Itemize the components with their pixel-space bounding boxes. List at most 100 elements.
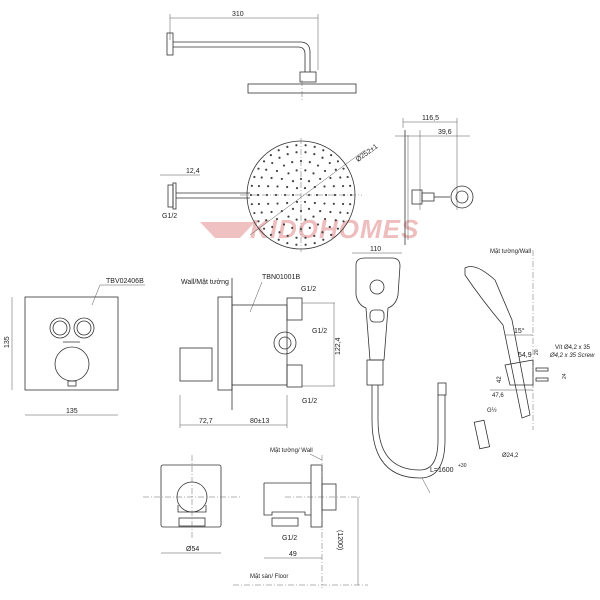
hose-tolerance: +30	[458, 463, 467, 469]
wall-outlet-front-view: Ø54	[143, 455, 242, 554]
angle-dim: 15°	[514, 327, 525, 335]
spray-hole	[304, 243, 307, 246]
spray-hole	[323, 202, 326, 205]
spray-hole	[308, 161, 311, 164]
spray-hole	[267, 185, 270, 188]
spray-hole	[286, 234, 289, 237]
hand-wall-label: Mặt tường/Wall	[490, 249, 531, 255]
spray-hole	[308, 226, 311, 229]
spray-hole	[307, 207, 311, 210]
valve-height-dim: 135	[4, 336, 11, 348]
body-height-dim: 122,4	[335, 337, 342, 355]
arm-thread-label: G1/2	[162, 213, 177, 220]
outlet-depth-dim: 49	[289, 551, 297, 558]
spray-hole	[291, 180, 295, 183]
spray-hole	[333, 193, 337, 197]
spray-hole	[323, 169, 327, 173]
spray-hole	[287, 172, 290, 175]
hand-shower-front-view: 110 L=1600 +30	[352, 246, 467, 494]
spray-hole	[271, 161, 274, 165]
spray-hole	[341, 202, 345, 206]
spray-hole	[257, 220, 260, 223]
thread-mid-label: G1/2	[312, 328, 327, 335]
spray-hole	[282, 164, 286, 167]
spray-hole	[295, 169, 298, 172]
spray-hole	[323, 217, 327, 221]
flange-depth-dim: 12,4	[186, 168, 200, 175]
spray-hole	[295, 144, 298, 147]
spray-hole	[260, 211, 263, 214]
outlet-diameter-dim: Ø54	[186, 546, 199, 553]
spray-hole	[260, 176, 263, 179]
hose-length-dim: L=1600	[430, 467, 454, 474]
spray-hole	[304, 236, 307, 239]
spray-hole	[276, 202, 279, 205]
arm-length-dim: 310	[232, 11, 244, 18]
dim-20: 20	[534, 349, 540, 355]
spray-hole	[303, 186, 307, 190]
spray-hole	[262, 227, 266, 230]
spray-hole	[332, 202, 335, 205]
spray-hole	[257, 202, 261, 206]
spray-hole	[316, 164, 320, 167]
spray-hole	[322, 149, 325, 152]
spray-hole	[270, 176, 273, 180]
spray-hole	[253, 175, 256, 179]
spray-hole	[276, 185, 279, 188]
spray-hole	[334, 219, 337, 222]
svg-text:KIDOHOMES: KIDOHOMES	[250, 214, 419, 244]
spray-hole	[304, 169, 307, 172]
spray-hole	[275, 217, 279, 221]
spray-hole	[313, 201, 316, 205]
spray-hole	[313, 234, 316, 237]
spray-hole	[291, 226, 294, 229]
spray-hole	[349, 184, 352, 187]
spray-hole	[280, 177, 283, 181]
spray-hole	[328, 161, 331, 165]
hose-diameter-dim: Ø24,2	[502, 453, 519, 459]
spray-hole	[265, 168, 268, 171]
dim-24: 24	[562, 373, 568, 379]
valve-side-view: Wall/Mặt tường 122,4 TBN01001B G1/2 G1/2…	[179, 274, 342, 428]
body-depth-dim: 80±13	[250, 418, 270, 425]
spray-hole	[342, 167, 345, 170]
spray-hole	[334, 168, 337, 171]
spray-hole	[286, 153, 289, 156]
spray-hole	[265, 219, 268, 222]
spray-hole	[349, 203, 352, 206]
hand-shower-width-dim: 110	[370, 246, 381, 253]
thread-bottom-label: G1/2	[302, 398, 317, 405]
spray-hole	[271, 225, 274, 229]
spray-hole	[257, 184, 261, 188]
spray-hole	[313, 241, 316, 245]
spray-hole	[278, 231, 281, 234]
spray-hole	[256, 193, 260, 197]
spray-hole	[291, 207, 295, 210]
spray-hole	[313, 153, 316, 156]
front-depth-dim: 72,7	[199, 418, 213, 425]
spray-hole	[275, 169, 279, 173]
holder-depth-dim: 54,9	[518, 352, 532, 359]
spray-hole	[321, 156, 324, 159]
wall-outlet-side-view: Mặt tường/ Wall G1/2 49 (1200) Mặt sàn/ …	[233, 448, 368, 588]
spray-hole	[295, 200, 299, 204]
spray-hole	[316, 223, 320, 226]
spray-hole	[277, 238, 280, 241]
spray-hole	[312, 172, 315, 175]
spray-hole	[295, 243, 298, 246]
spray-hole	[282, 223, 286, 226]
spray-hole	[291, 161, 294, 164]
spray-hole	[286, 241, 289, 245]
spray-hole	[332, 185, 335, 188]
spray-hole	[312, 215, 315, 218]
spray-hole	[295, 151, 298, 154]
spray-hole	[346, 211, 349, 215]
outlet-wall-label: Mặt tường/ Wall	[270, 448, 313, 454]
dim-47: 47,6	[492, 393, 504, 399]
dim-42: 42	[497, 376, 503, 383]
spray-hole	[267, 202, 270, 205]
spray-hole	[321, 231, 324, 234]
valve-width-dim: 135	[66, 408, 78, 415]
valve-front-view: TBV02406B 135 135	[4, 278, 145, 416]
spray-hole	[295, 218, 298, 221]
